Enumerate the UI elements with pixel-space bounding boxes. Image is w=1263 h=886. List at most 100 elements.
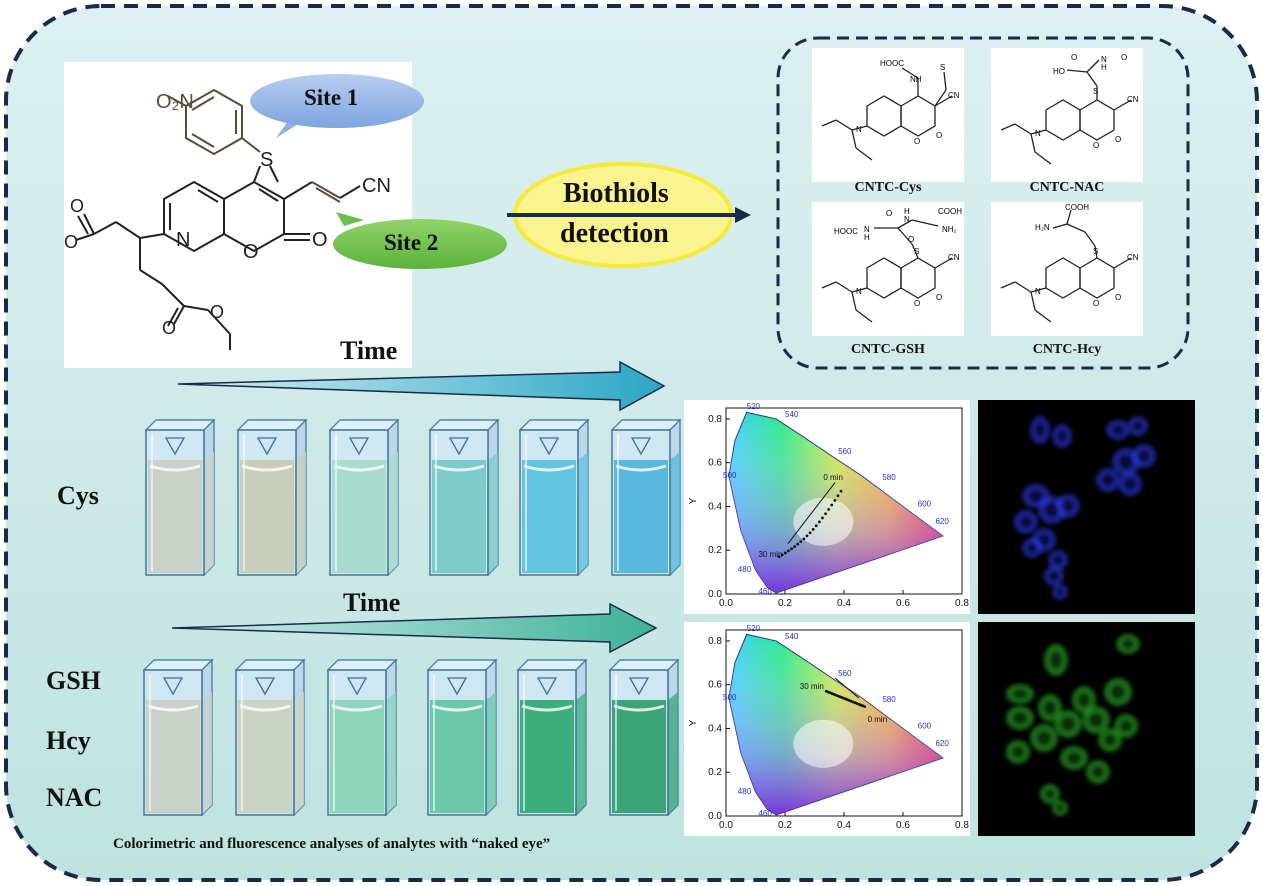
svg-text:500: 500 — [723, 693, 737, 702]
ester-o-label-1: O — [70, 196, 84, 216]
cuvette-cys-4 — [428, 418, 500, 577]
svg-text:N: N — [1035, 129, 1041, 138]
svg-text:0.2: 0.2 — [778, 598, 792, 609]
ester-o-label-4: O — [210, 302, 224, 322]
svg-text:0 min: 0 min — [868, 715, 888, 724]
svg-text:0.8: 0.8 — [708, 414, 722, 425]
svg-text:O: O — [886, 209, 892, 218]
cell-image-blue — [978, 400, 1195, 614]
svg-text:520: 520 — [747, 402, 761, 411]
svg-text:N: N — [864, 225, 870, 234]
row-label-nac: NAC — [46, 783, 103, 812]
svg-text:S: S — [914, 247, 919, 256]
n-label: N — [176, 229, 190, 251]
svg-text:CN: CN — [1127, 253, 1139, 262]
site2-label: Site 2 — [384, 230, 439, 255]
svg-text:540: 540 — [785, 632, 799, 641]
svg-text:H: H — [1101, 63, 1107, 72]
biothiols-detection-arrow — [507, 162, 751, 268]
row-label-gsh: GSH — [46, 666, 101, 695]
svg-text:30 min: 30 min — [800, 682, 824, 691]
cuvette-thiol-6 — [608, 658, 680, 817]
svg-text:0.0: 0.0 — [708, 589, 722, 600]
svg-text:O: O — [1115, 293, 1121, 302]
time-label-middle: Time — [343, 588, 401, 617]
svg-text:500: 500 — [723, 471, 737, 480]
svg-text:N: N — [904, 215, 910, 224]
svg-text:HOOC: HOOC — [834, 227, 858, 236]
structure-cntc-cys: HOOC NH S CN N O O — [812, 48, 964, 182]
svg-text:0.4: 0.4 — [837, 820, 851, 831]
svg-text:O: O — [1115, 135, 1121, 144]
structure-label-nac: CNTC-NAC — [1029, 180, 1105, 195]
svg-text:O: O — [1121, 53, 1127, 62]
site2-bubble — [333, 219, 507, 269]
svg-text:620: 620 — [935, 739, 949, 748]
svg-text:600: 600 — [918, 721, 932, 730]
row-label-cys: Cys — [57, 481, 99, 510]
cuvette-thiol-1 — [142, 658, 214, 817]
structure-cntc-gsh: HOOC N H O O H N COOH NH₂ S CN N O O — [812, 202, 964, 336]
ring-o-label: O — [243, 241, 259, 263]
cuvette-cys-3 — [328, 418, 400, 577]
svg-text:560: 560 — [838, 447, 852, 456]
svg-text:30 min: 30 min — [758, 550, 782, 559]
svg-text:S: S — [1093, 247, 1098, 256]
svg-text:H: H — [864, 233, 870, 242]
svg-text:520: 520 — [747, 624, 761, 633]
svg-text:H₂N: H₂N — [1035, 223, 1050, 232]
svg-text:580: 580 — [882, 473, 896, 482]
ester-o-label-3: O — [162, 318, 176, 338]
nitro-label: O₂N — [156, 91, 194, 113]
svg-text:O: O — [908, 235, 914, 244]
svg-text:O: O — [1093, 299, 1099, 308]
cuvette-thiol-3 — [326, 658, 398, 817]
svg-text:560: 560 — [838, 669, 852, 678]
svg-text:0.2: 0.2 — [778, 820, 792, 831]
cn-label: CN — [362, 175, 391, 197]
svg-text:NH₂: NH₂ — [942, 225, 957, 234]
cuvettes-area — [142, 418, 682, 817]
biothiols-line2: detection — [560, 218, 669, 249]
cell-image-green — [978, 622, 1195, 836]
svg-text:0.6: 0.6 — [896, 598, 910, 609]
svg-text:NH: NH — [910, 75, 922, 84]
structure-label-gsh: CNTC-GSH — [851, 342, 925, 357]
cuvette-thiol-4 — [426, 658, 498, 817]
svg-text:0.0: 0.0 — [719, 820, 733, 831]
svg-text:580: 580 — [882, 695, 896, 704]
structure-cntc-hcy: H₂N COOH S CN N O O — [991, 202, 1143, 336]
site1-label: Site 1 — [304, 85, 359, 110]
svg-text:COOH: COOH — [1065, 203, 1089, 212]
svg-text:0.4: 0.4 — [837, 598, 851, 609]
s-label: S — [260, 149, 273, 171]
svg-text:Y: Y — [688, 719, 699, 726]
svg-text:540: 540 — [785, 410, 799, 419]
svg-text:480: 480 — [738, 565, 752, 574]
svg-text:COOH: COOH — [938, 207, 962, 216]
svg-text:0.2: 0.2 — [708, 545, 722, 556]
svg-text:S: S — [940, 63, 945, 72]
svg-text:0.2: 0.2 — [708, 767, 722, 778]
cuvette-thiol-5 — [516, 658, 588, 817]
site1-bubble — [250, 74, 424, 128]
structure-cntc-nac: HO O O N H S CN N O O — [991, 48, 1143, 182]
svg-text:O: O — [1071, 53, 1077, 62]
svg-text:CN: CN — [1127, 95, 1139, 104]
svg-text:0.6: 0.6 — [708, 680, 722, 691]
structure-label-hcy: CNTC-Hcy — [1032, 342, 1102, 357]
svg-text:0.6: 0.6 — [896, 820, 910, 831]
svg-text:0.0: 0.0 — [719, 598, 733, 609]
svg-text:O: O — [1093, 141, 1099, 150]
cuvette-cys-1 — [144, 418, 216, 577]
cuvette-thiol-2 — [234, 658, 306, 817]
site-bubbles — [250, 74, 507, 269]
svg-text:CN: CN — [948, 91, 960, 100]
svg-text:O: O — [936, 293, 942, 302]
cuvette-cys-5 — [518, 418, 590, 577]
svg-text:0.4: 0.4 — [708, 501, 722, 512]
svg-text:O: O — [936, 131, 942, 140]
caption: Colorimetric and fluorescence analyses o… — [113, 836, 551, 852]
